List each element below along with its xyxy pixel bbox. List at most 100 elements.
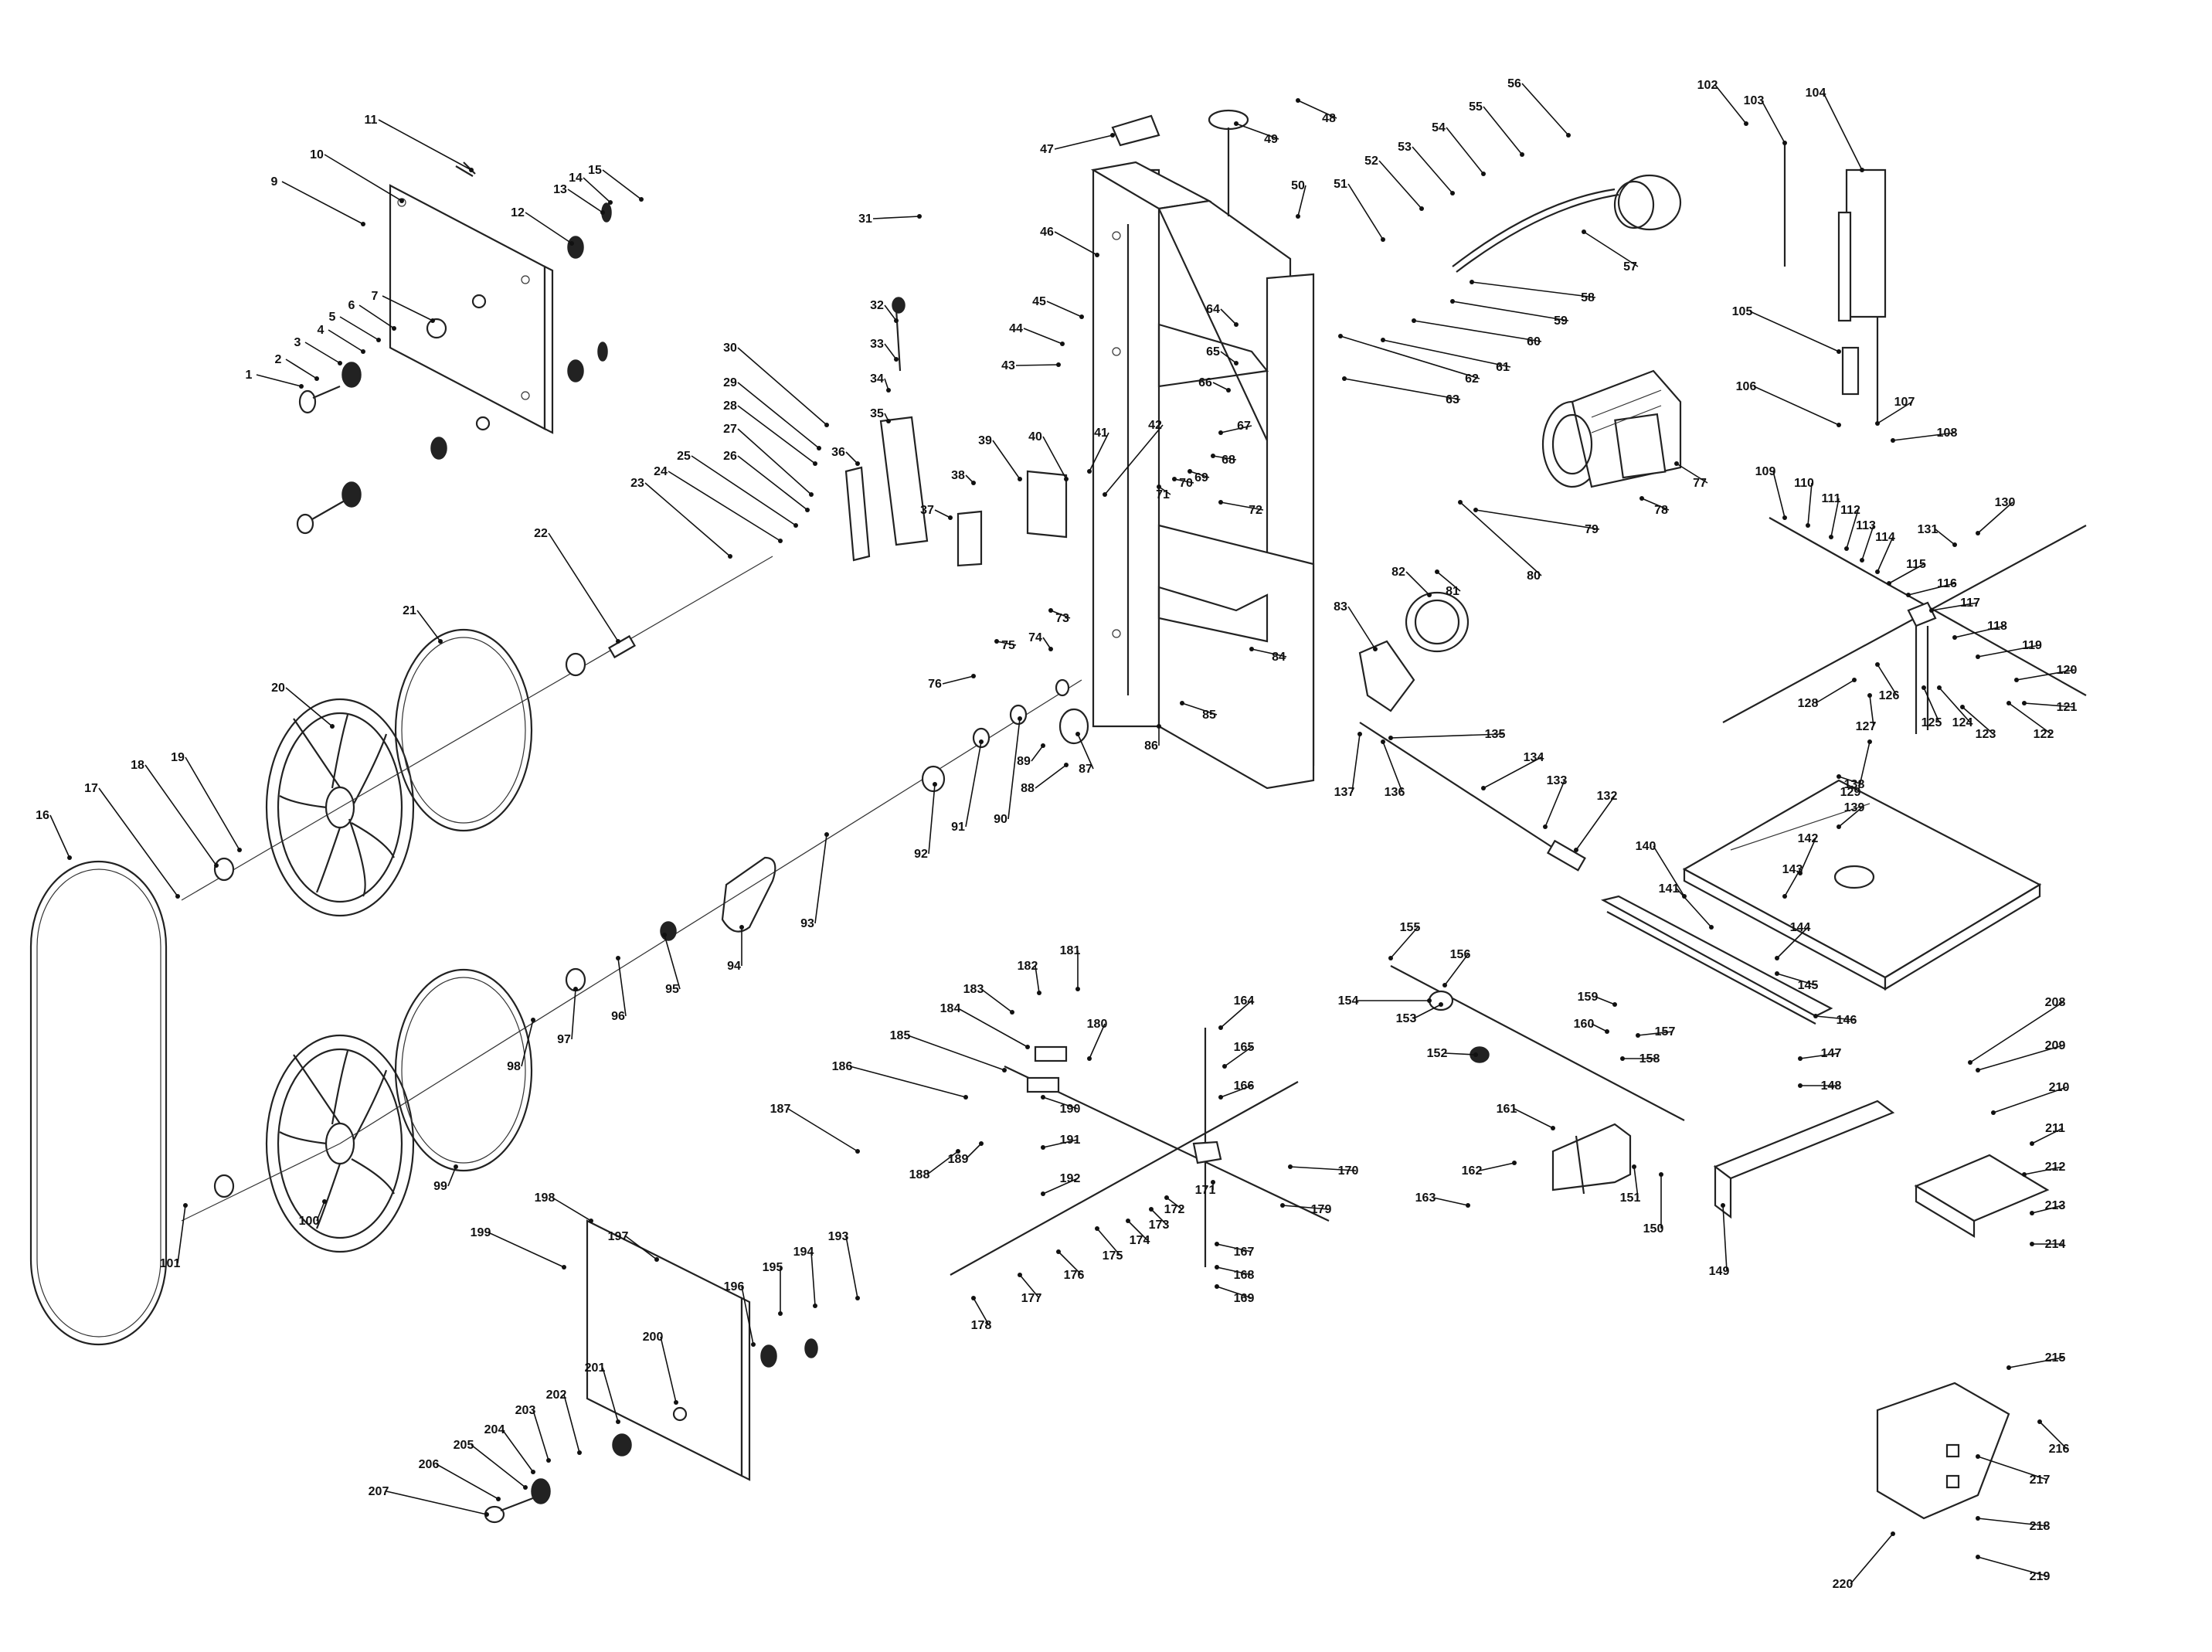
callout-number-76: 76	[928, 678, 942, 691]
callout-number-94: 94	[727, 960, 741, 973]
callout-number-187: 187	[770, 1103, 791, 1116]
leader-line-23	[644, 482, 731, 557]
leader-dot-1	[299, 384, 304, 389]
leader-line-81	[1436, 571, 1461, 592]
leader-dot-122	[2006, 701, 2011, 705]
leader-dot-133	[1543, 824, 1548, 829]
leader-dot-151	[1632, 1164, 1636, 1169]
callout-number-211: 211	[2045, 1122, 2065, 1135]
leader-line-147	[1799, 1052, 1840, 1059]
leader-line-143	[1784, 868, 1801, 897]
leader-dot-16	[67, 855, 72, 860]
callout-number-65: 65	[1206, 345, 1220, 359]
callout-number-78: 78	[1654, 504, 1668, 517]
leader-dot-45	[1079, 314, 1084, 319]
leader-dot-180	[1087, 1056, 1092, 1061]
leader-line-106	[1753, 386, 1840, 426]
leader-line-182	[1035, 965, 1040, 994]
leader-line-14	[583, 177, 611, 203]
leader-dot-120	[2014, 678, 2019, 682]
leader-line-163	[1432, 1197, 1469, 1206]
leader-dot-175	[1095, 1226, 1099, 1231]
leader-dot-20	[330, 724, 335, 729]
leader-dot-208	[1968, 1060, 1972, 1065]
leader-line-11	[378, 119, 472, 171]
leader-dot-63	[1342, 376, 1347, 381]
leader-line-185	[907, 1035, 1005, 1071]
leader-line-100	[316, 1201, 325, 1222]
callout-number-145: 145	[1798, 979, 1819, 992]
callout-number-126: 126	[1879, 689, 1900, 702]
callout-number-148: 148	[1821, 1079, 1842, 1093]
leader-dot-194	[813, 1304, 817, 1308]
callout-number-11: 11	[365, 114, 378, 127]
leader-line-159	[1595, 996, 1616, 1005]
leader-dot-164	[1218, 1025, 1223, 1030]
leader-dot-187	[855, 1149, 860, 1154]
leader-dot-141	[1709, 925, 1714, 930]
leader-dot-196	[751, 1342, 756, 1347]
leader-dot-135	[1388, 736, 1393, 740]
callout-number-37: 37	[920, 504, 934, 517]
callout-number-151: 151	[1620, 1191, 1641, 1205]
leader-dot-74	[1048, 647, 1053, 651]
leader-dot-139	[1837, 824, 1841, 829]
leader-line-74	[1042, 637, 1052, 650]
leader-line-63	[1344, 378, 1461, 400]
callout-number-135: 135	[1485, 728, 1506, 741]
leader-line-16	[49, 814, 70, 858]
leader-dot-126	[1875, 662, 1880, 667]
leader-dot-186	[963, 1095, 968, 1100]
callout-number-130: 130	[1995, 496, 2016, 509]
leader-line-57	[1583, 231, 1639, 267]
leader-line-111	[1830, 498, 1840, 538]
leader-dot-39	[1018, 477, 1022, 481]
leader-line-196	[741, 1286, 754, 1345]
leader-line-48	[1297, 100, 1337, 119]
leader-line-79	[1475, 509, 1600, 530]
callout-number-97: 97	[557, 1033, 571, 1046]
leader-dot-197	[654, 1257, 659, 1262]
callout-number-41: 41	[1094, 427, 1108, 440]
leader-line-212	[2023, 1166, 2064, 1175]
leader-dot-29	[817, 446, 821, 450]
leader-dot-27	[809, 492, 814, 497]
leader-line-170	[1289, 1166, 1357, 1171]
leader-line-201	[602, 1367, 619, 1423]
callout-number-84: 84	[1272, 651, 1286, 664]
leader-line-75	[996, 641, 1017, 646]
leader-dot-73	[1048, 608, 1053, 613]
callout-number-220: 220	[1833, 1578, 1854, 1591]
leader-dot-148	[1798, 1083, 1803, 1088]
leader-dot-75	[994, 639, 999, 644]
leader-line-27	[737, 428, 812, 495]
main-frame	[1090, 161, 1315, 790]
callout-number-182: 182	[1018, 960, 1038, 973]
blade-guide-assembly	[844, 297, 1068, 567]
leader-dot-84	[1249, 647, 1254, 651]
tension-shaft	[1359, 722, 1569, 858]
callout-number-214: 214	[2045, 1238, 2066, 1251]
callout-number-177: 177	[1021, 1292, 1042, 1305]
top-plate	[1111, 114, 1160, 147]
leader-dot-214	[2030, 1242, 2034, 1246]
callout-number-1: 1	[246, 369, 253, 382]
leader-line-104	[1823, 92, 1863, 171]
callout-number-121: 121	[2057, 701, 2078, 714]
leader-line-33	[884, 343, 897, 360]
leader-dot-61	[1381, 338, 1385, 342]
callout-number-21: 21	[403, 604, 416, 617]
leader-line-51	[1347, 183, 1384, 240]
leader-line-138	[1838, 776, 1863, 785]
callout-number-219: 219	[2030, 1570, 2051, 1583]
leader-line-160	[1591, 1023, 1608, 1032]
leader-dot-113	[1860, 558, 1864, 563]
leader-dot-5	[376, 338, 381, 342]
callout-number-159: 159	[1578, 991, 1599, 1004]
leader-line-211	[2031, 1127, 2064, 1144]
callout-number-80: 80	[1527, 569, 1541, 583]
leader-dot-210	[1991, 1110, 1996, 1115]
leader-line-186	[849, 1066, 967, 1098]
leader-line-173	[1150, 1208, 1167, 1225]
leader-line-153	[1413, 1004, 1442, 1019]
